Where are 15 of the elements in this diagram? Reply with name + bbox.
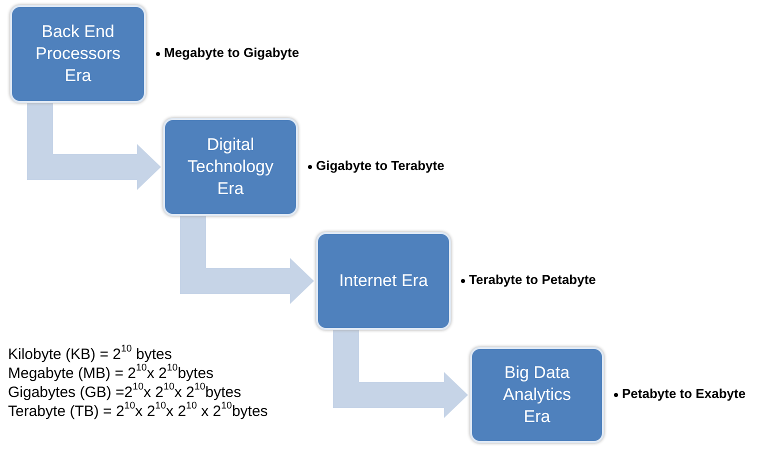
bullet-text: Terabyte to Petabyte <box>461 272 596 287</box>
bullet-text: Megabyte to Gigabyte <box>156 45 300 60</box>
era-box: Back End Processors Era <box>10 5 146 103</box>
bent-arrow <box>333 330 468 418</box>
era-box: Big Data Analytics Era <box>470 347 604 443</box>
size-definition: Gigabytes (GB) =2$^{10}$x 2$^{10}$x 2$^{10}$bytes <box>8 384 242 401</box>
bullet-text: Gigabyte to Terabyte <box>308 158 444 173</box>
bullet-text: Petabyte to Exabyte <box>614 386 746 401</box>
size-definition: Megabyte (MB) = 2$^{10}$x 2$^{10}$bytes <box>8 365 214 382</box>
bent-arrow <box>27 103 161 190</box>
size-definition: Terabyte (TB) = 2$^{10}$x 2$^{10}$x 2$^{10}$ x 2$^{10}$bytes <box>8 403 269 420</box>
era-box: Digital Technology Era <box>163 118 298 216</box>
bent-arrow <box>180 216 314 304</box>
era-box: Internet Era <box>316 232 451 330</box>
size-definition: Kilobyte (KB) = 2$^{10}$ bytes <box>8 346 172 363</box>
